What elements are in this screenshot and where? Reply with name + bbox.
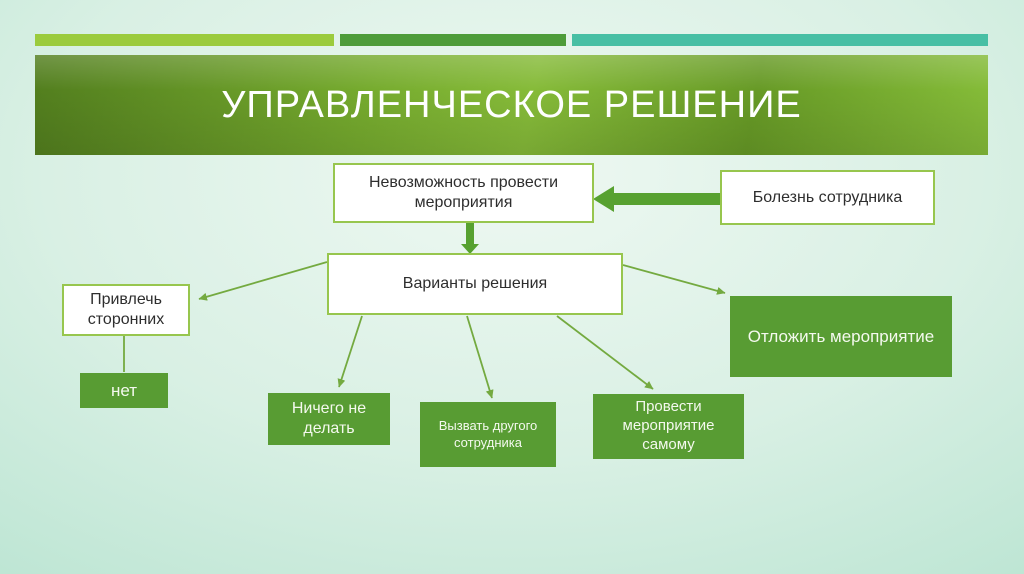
- slide-title: УПРАВЛЕНЧЕСКОЕ РЕШЕНИЕ: [221, 83, 802, 126]
- node-label: нет: [110, 380, 138, 400]
- node-label: Ничего не делать: [291, 400, 367, 437]
- node-label: Провести мероприятие самому: [622, 398, 715, 453]
- node-no: нет: [80, 373, 168, 408]
- edge-illness-impossible: [611, 193, 720, 205]
- node-solution-options: Варианты решения: [327, 253, 623, 315]
- node-call-other-employee: Вызвать другого сотрудника: [420, 402, 556, 467]
- node-label: Варианты решения: [402, 275, 548, 292]
- edge-options-nothing: [337, 315, 363, 388]
- node-label: Вызвать другого сотрудника: [438, 418, 538, 450]
- node-employee-illness: Болезнь сотрудника: [720, 170, 935, 225]
- node-label: Отложить мероприятие: [747, 326, 935, 346]
- decor-bar-teal: [572, 34, 988, 46]
- decor-bar-green: [340, 34, 566, 46]
- edge-illness-impossible-head: [593, 186, 614, 212]
- title-banner: УПРАВЛЕНЧЕСКОЕ РЕШЕНИЕ: [35, 55, 988, 155]
- edge-options-call: [466, 315, 494, 399]
- edge-impossible-options: [466, 223, 474, 245]
- node-do-nothing: Ничего не делать: [268, 393, 390, 445]
- node-impossible-to-conduct: Невозможность провести мероприятия: [333, 163, 594, 223]
- node-postpone-event: Отложить мероприятие: [730, 296, 952, 377]
- node-label: Привлечь сторонних: [87, 291, 165, 328]
- node-label: Болезнь сотрудника: [752, 188, 903, 206]
- node-attract-outsiders: Привлечь сторонних: [62, 284, 190, 336]
- node-label: Невозможность провести мероприятия: [368, 174, 559, 211]
- edge-options-attract: [198, 261, 328, 301]
- edge-options-postpone: [622, 264, 726, 295]
- node-conduct-yourself: Провести мероприятие самому: [593, 394, 744, 459]
- edge-options-conduct: [556, 315, 654, 390]
- decor-bar-lime: [35, 34, 334, 46]
